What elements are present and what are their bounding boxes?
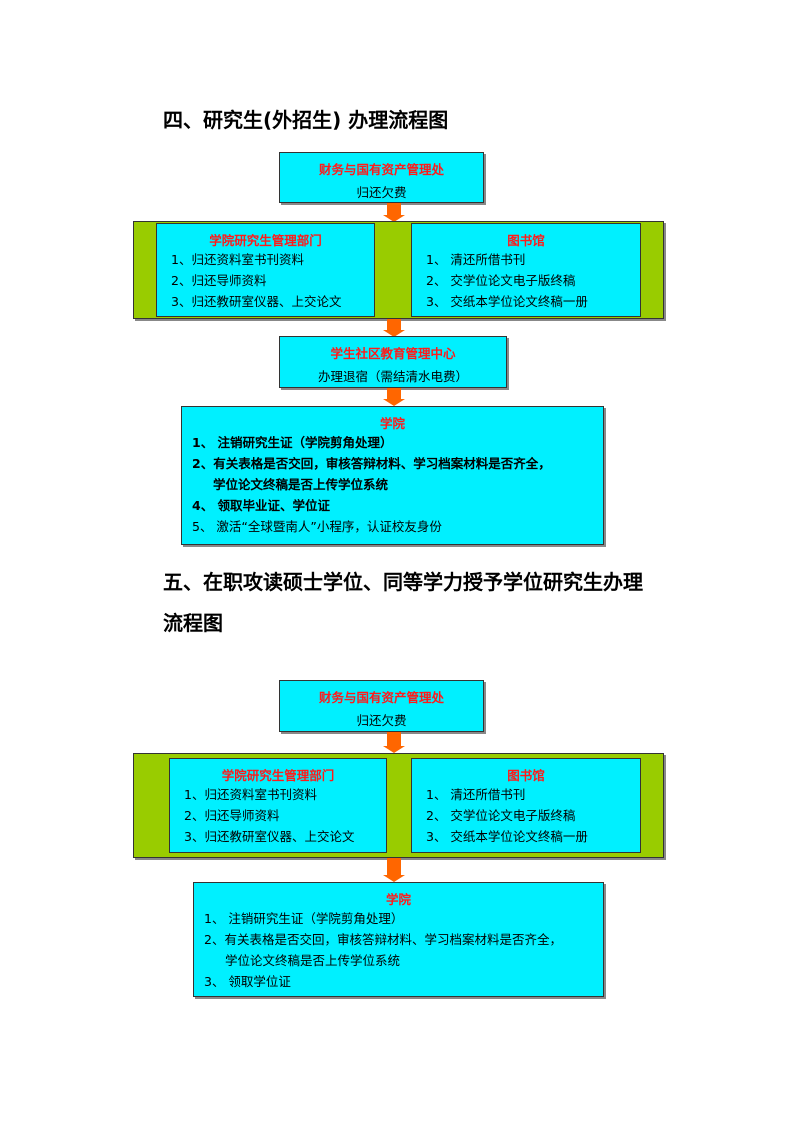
s4-college-title: 学院 (379, 416, 405, 431)
s4-finance-text: 归还欠费 (356, 185, 407, 200)
list-item: 2、有关表格是否交回，审核答辩材料、学习档案材料是否齐全， (192, 456, 551, 471)
s4-college-dept-box: 学院研究生管理部门 1、归还资料室书刊资料 2、归还导师资料 3、归还教研室仪器… (156, 223, 375, 317)
s5-college-dept-box: 学院研究生管理部门 1、归还资料室书刊资料 2、归还导师资料 3、归还教研室仪器… (169, 758, 387, 853)
list-item: 3、归还教研室仪器、上交论文 (184, 829, 355, 844)
s4-community-box: 学生社区教育管理中心 办理退宿（需结清水电费） (279, 336, 507, 388)
arrow-icon (383, 858, 405, 882)
list-item: 2、有关表格是否交回，审核答辩材料、学习档案材料是否齐全， (204, 932, 562, 947)
s4-finance-box: 财务与国有资产管理处 归还欠费 (279, 152, 484, 203)
s5-library-title: 图书馆 (507, 768, 545, 783)
s4-college-box: 学院 1、 注销研究生证（学院剪角处理） 2、有关表格是否交回，审核答辩材料、学… (181, 406, 604, 545)
s5-finance-title: 财务与国有资产管理处 (318, 690, 444, 705)
arrow-icon (383, 203, 405, 222)
list-item: 3、 交纸本学位论文终稿一册 (426, 829, 588, 844)
s5-college-box: 学院 1、 注销研究生证（学院剪角处理） 2、有关表格是否交回，审核答辩材料、学… (193, 882, 604, 997)
s5-finance-box: 财务与国有资产管理处 归还欠费 (279, 680, 484, 732)
list-item: 1、 注销研究生证（学院剪角处理） (204, 911, 404, 926)
list-item: 2、归还导师资料 (184, 808, 280, 823)
s4-library-title: 图书馆 (507, 233, 545, 248)
list-item: 1、归还资料室书刊资料 (184, 787, 317, 802)
list-item: 1、 清还所借书刊 (426, 252, 526, 267)
list-item: 1、 清还所借书刊 (426, 787, 526, 802)
list-item: 3、 领取学位证 (204, 974, 291, 989)
s4-community-text: 办理退宿（需结清水电费） (317, 369, 468, 384)
s4-community-title: 学生社区教育管理中心 (330, 346, 456, 361)
list-item: 学位论文终稿是否上传学位系统 (225, 953, 401, 968)
s5-library-box: 图书馆 1、 清还所借书刊 2、 交学位论文电子版终稿 3、 交纸本学位论文终稿… (411, 758, 641, 853)
list-item: 2、 交学位论文电子版终稿 (426, 273, 576, 288)
list-item: 1、归还资料室书刊资料 (171, 252, 304, 267)
list-item: 学位论文终稿是否上传学位系统 (213, 477, 389, 492)
list-item: 3、 交纸本学位论文终稿一册 (426, 294, 588, 309)
list-item: 5、 激活“全球暨南人”小程序，认证校友身份 (192, 519, 442, 534)
arrow-icon (383, 732, 405, 753)
list-item: 4、 领取毕业证、学位证 (192, 498, 331, 513)
section4-title: 四、研究生(外招生) 办理流程图 (163, 108, 449, 132)
list-item: 2、 交学位论文电子版终稿 (426, 808, 576, 823)
list-item: 1、 注销研究生证（学院剪角处理） (192, 435, 393, 450)
s4-finance-title: 财务与国有资产管理处 (318, 162, 444, 177)
s4-college-dept-title: 学院研究生管理部门 (209, 233, 322, 248)
section5-title-line1: 五、在职攻读硕士学位、同等学力授予学位研究生办理 (163, 570, 643, 594)
arrow-icon (383, 319, 405, 337)
s4-library-box: 图书馆 1、 清还所借书刊 2、 交学位论文电子版终稿 3、 交纸本学位论文终稿… (411, 223, 641, 317)
s5-finance-text: 归还欠费 (356, 713, 407, 728)
list-item: 2、归还导师资料 (171, 273, 267, 288)
s5-college-title: 学院 (385, 892, 411, 907)
section5-title-line2: 流程图 (163, 611, 223, 635)
arrow-icon (383, 388, 405, 406)
list-item: 3、归还教研室仪器、上交论文 (171, 294, 342, 309)
s5-college-dept-title: 学院研究生管理部门 (221, 768, 335, 783)
